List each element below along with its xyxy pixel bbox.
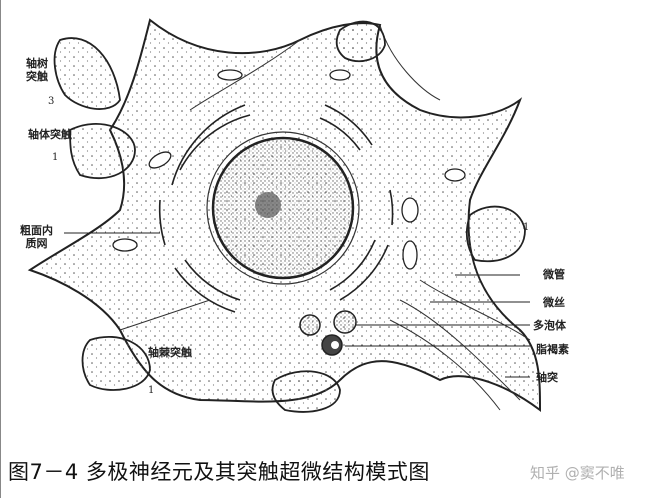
lipofuscin-core	[331, 341, 339, 349]
label-axosomatic-number: 1	[52, 152, 59, 163]
label-axosomatic-synapse: 轴体突触	[28, 128, 72, 141]
nucleus	[211, 136, 355, 280]
neuron-diagram	[27, 18, 542, 413]
label-axodendritic-number: 3	[48, 96, 55, 107]
label-microfilament: 微丝	[543, 296, 565, 309]
label-lipofuscin: 脂褐素	[536, 343, 569, 356]
axosomatic-synapse	[69, 123, 136, 180]
right-synapse	[465, 205, 526, 263]
label-right-synapse-number: 1	[523, 222, 530, 233]
figure-caption: 图7－4 多极神经元及其突触超微结构模式图	[8, 460, 430, 484]
axospinous-synapse	[81, 335, 151, 391]
synaptic-boutons	[53, 20, 526, 413]
axodendritic-synapse	[53, 37, 121, 110]
label-multivesicular-body: 多泡体	[533, 319, 566, 332]
neurofilaments	[119, 24, 531, 411]
label-rough-er-line2: 质网	[25, 237, 48, 250]
top-synapse	[335, 20, 386, 62]
multivesicular-body	[299, 314, 321, 336]
label-axon: 轴突	[536, 371, 558, 384]
nucleus-envelope	[206, 131, 360, 285]
bottom-synapse	[271, 370, 341, 413]
label-microtubule: 微管	[543, 268, 565, 281]
label-leader-lines	[64, 232, 530, 378]
mitochondria	[112, 69, 466, 270]
watermark: 知乎 @窦不唯	[530, 464, 625, 482]
label-rough-er: 粗面内 质网	[20, 224, 53, 250]
label-rough-er-line1: 粗面内	[20, 224, 53, 237]
label-axospinous-synapse: 轴棘突触	[148, 346, 192, 359]
rough-er	[158, 104, 394, 313]
nucleolus	[255, 192, 281, 218]
label-axodendritic-synapse: 轴树突触	[26, 57, 48, 83]
multivesicular-body	[333, 310, 357, 334]
label-axospinous-number: 1	[148, 385, 155, 396]
